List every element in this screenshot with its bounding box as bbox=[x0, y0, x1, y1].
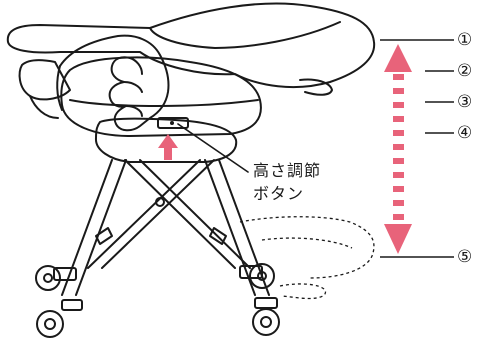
level-label-4: ④ bbox=[457, 123, 473, 143]
seat-seam bbox=[69, 99, 259, 107]
level-label-2: ② bbox=[457, 61, 473, 81]
backrest-seam bbox=[149, 21, 341, 49]
seat-shell bbox=[95, 117, 238, 163]
side-padding-left bbox=[18, 59, 71, 101]
scissor-legs bbox=[61, 159, 270, 296]
level-label-5: ⑤ bbox=[457, 247, 473, 267]
wrist bbox=[56, 65, 63, 111]
level-lines bbox=[380, 39, 454, 258]
hand bbox=[59, 34, 170, 132]
height-adjust-button bbox=[157, 117, 189, 129]
level-label-1: ① bbox=[457, 30, 473, 50]
caster-right-front bbox=[252, 297, 280, 336]
caster-left-back bbox=[35, 265, 77, 291]
seat-cushion bbox=[60, 56, 262, 137]
caster-left-front bbox=[36, 299, 83, 338]
callout-label-line2: ボタン bbox=[253, 184, 305, 203]
callout-leader bbox=[177, 123, 249, 173]
chair-backrest bbox=[6, 2, 376, 88]
level-label-3: ③ bbox=[457, 92, 473, 112]
callout-label-line1: 高さ調節 bbox=[253, 161, 322, 180]
caster-right-back bbox=[239, 263, 275, 289]
up-arrow-icon bbox=[158, 134, 178, 160]
height-range-arrow-icon bbox=[384, 44, 412, 254]
lowered-seat-ghost bbox=[239, 216, 375, 300]
